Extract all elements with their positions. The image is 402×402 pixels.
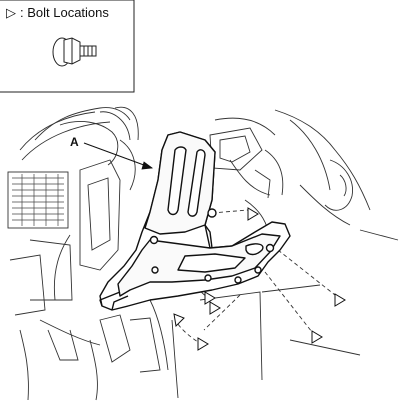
triangle-marker-icon xyxy=(197,337,209,351)
legend-symbol: ▷ xyxy=(6,5,16,20)
triangle-marker-icon xyxy=(311,330,323,344)
triangle-marker-icon xyxy=(173,313,185,328)
bracket-a xyxy=(99,131,291,311)
bolt-icon xyxy=(52,37,97,67)
bolt-markers xyxy=(173,207,346,351)
triangle-marker-icon xyxy=(334,293,346,307)
engine-background xyxy=(7,106,399,401)
legend-label: : Bolt Locations xyxy=(20,5,109,20)
cooling-fins xyxy=(12,174,64,226)
triangle-marker-icon xyxy=(209,301,221,315)
callout-a: A xyxy=(70,135,154,170)
triangle-marker-icon xyxy=(247,207,259,221)
callout-label: A xyxy=(70,135,79,149)
legend-box: ▷ : Bolt Locations xyxy=(0,0,135,93)
triangle-marker-icon xyxy=(204,291,216,305)
